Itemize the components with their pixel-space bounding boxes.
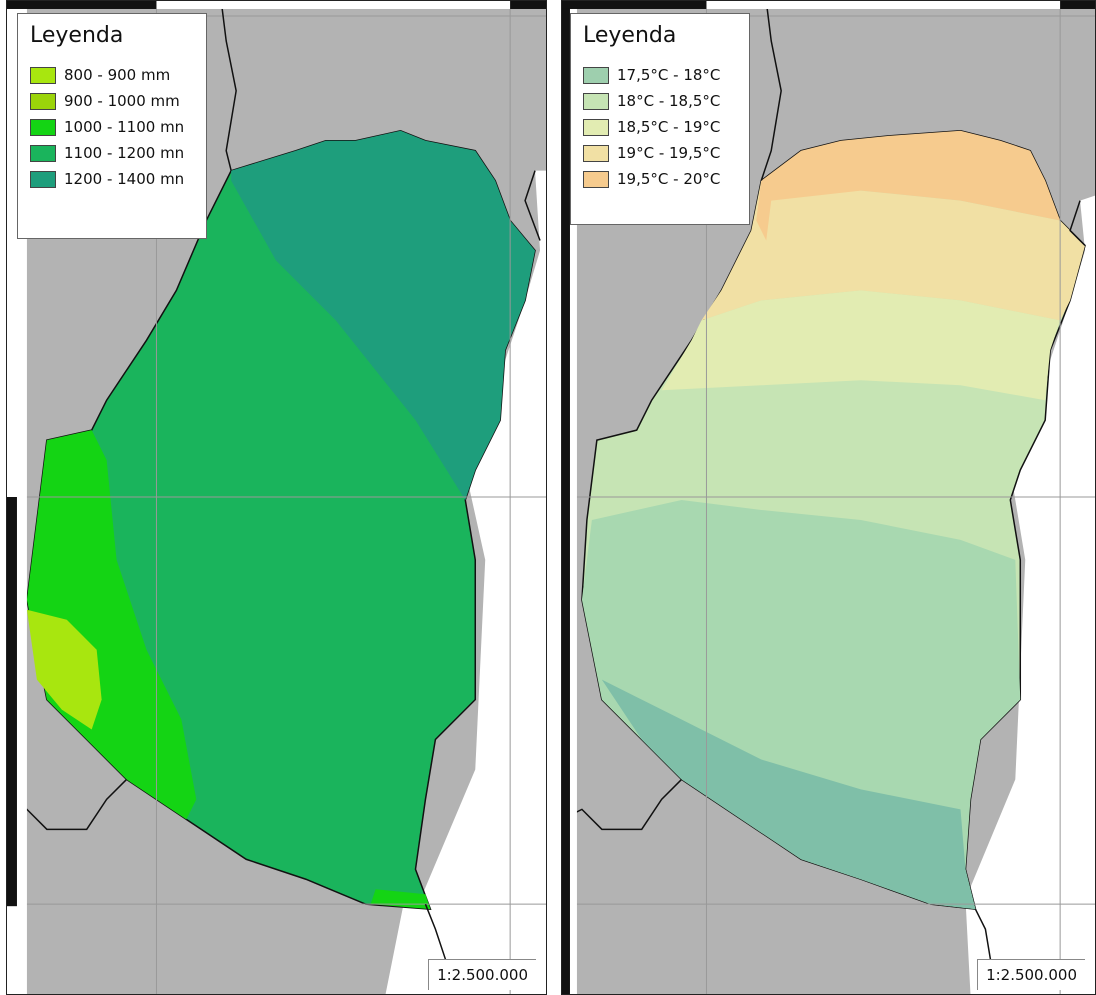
scale-label: 1:2.500.000 (428, 959, 536, 990)
precipitation-map: Leyenda 800 - 900 mm 900 - 1000 mm 1000 … (6, 0, 547, 995)
legend-label: 800 - 900 mm (64, 66, 171, 84)
legend-swatch (583, 66, 609, 84)
legend-item: 900 - 1000 mm (30, 88, 196, 114)
legend-label: 18,5°C - 19°C (617, 118, 721, 136)
zone-800-900 (26, 609, 102, 730)
precipitation-map-canvas (7, 1, 546, 994)
zone-18-5-19 (661, 290, 1061, 401)
legend-swatch (583, 144, 609, 162)
frame-left-bar (562, 1, 570, 994)
legend-label: 19°C - 19,5°C (617, 144, 721, 162)
legend-swatch (30, 144, 56, 162)
legend-swatch (30, 170, 56, 188)
legend-item: 1000 - 1100 mn (30, 114, 196, 140)
zone-19-5-20 (756, 130, 1061, 241)
scale-label: 1:2.500.000 (977, 959, 1085, 990)
zone-1200-1400 (231, 130, 536, 500)
legend-item: 18,5°C - 19°C (583, 114, 739, 140)
country-borders (562, 1, 1086, 960)
legend-item: 18°C - 18,5°C (583, 88, 739, 114)
legend-label: 1100 - 1200 mn (64, 144, 185, 162)
legend-label: 1000 - 1100 mn (64, 118, 185, 136)
temperature-map: Leyenda 17,5°C - 18°C 18°C - 18,5°C 18,5… (561, 0, 1096, 995)
frame-top-bar-2 (1060, 1, 1095, 9)
legend-item: 19°C - 19,5°C (583, 140, 739, 166)
legend-swatch (583, 118, 609, 136)
legend-label: 19,5°C - 20°C (617, 170, 721, 188)
zone-1000-1100 (26, 430, 197, 820)
frame-top-white (156, 1, 511, 9)
legend-title: Leyenda (583, 23, 677, 48)
estuary-water (385, 894, 546, 994)
frame-top-bar-1 (7, 1, 157, 9)
zone-17-5-18-south (601, 679, 976, 910)
legend-label: 17,5°C - 18°C (617, 66, 721, 84)
zone-19-19-5 (701, 180, 1086, 321)
frame-left-bar (7, 497, 17, 907)
legend-item: 1200 - 1400 mn (30, 166, 196, 192)
frame-top-bar-1 (562, 1, 707, 9)
legend-swatch (30, 66, 56, 84)
legend-item: 19,5°C - 20°C (583, 166, 739, 192)
water-area (420, 170, 546, 994)
legend-swatch (583, 170, 609, 188)
legend-swatch (30, 118, 56, 136)
legend-label: 18°C - 18,5°C (617, 92, 721, 110)
legend-label: 900 - 1000 mm (64, 92, 180, 110)
legend-item: 1100 - 1200 mn (30, 140, 196, 166)
legend-swatch (583, 92, 609, 110)
legend-item: 17,5°C - 18°C (583, 62, 739, 88)
legend-label: 1200 - 1400 mn (64, 170, 185, 188)
water-area (965, 195, 1095, 994)
legend: Leyenda 17,5°C - 18°C 18°C - 18,5°C 18,5… (570, 13, 750, 225)
frame-top-bar-2 (510, 1, 546, 9)
legend-swatch (30, 92, 56, 110)
legend-item: 800 - 900 mm (30, 62, 196, 88)
frame-top-white (706, 1, 1061, 9)
legend: Leyenda 800 - 900 mm 900 - 1000 mm 1000 … (17, 13, 207, 239)
legend-title: Leyenda (30, 23, 124, 48)
